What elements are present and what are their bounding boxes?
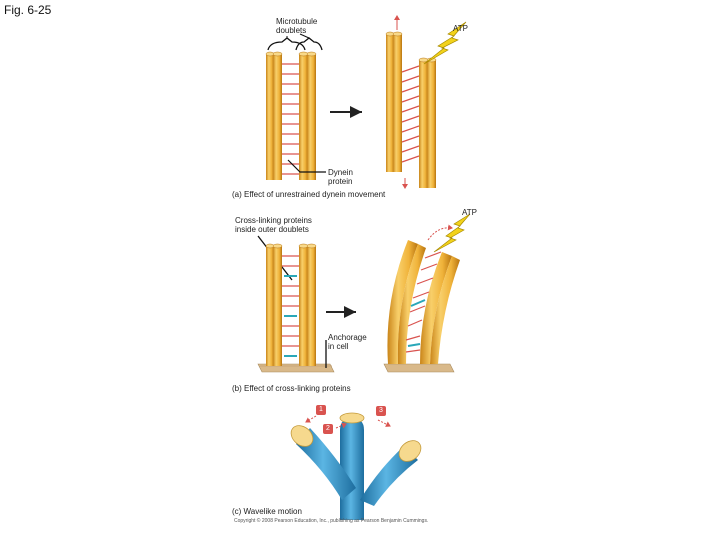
- dynein-arms-sliding: [401, 65, 420, 163]
- bent-doublet-right: [420, 252, 460, 364]
- anchorage-base-right: [383, 363, 455, 373]
- straight-doublet-right: [298, 243, 317, 366]
- motion-arrow-3: [377, 419, 391, 427]
- dynein-arms: [282, 63, 299, 175]
- atp-label-b: ATP: [462, 208, 477, 217]
- copyright-text: Copyright © 2008 Pearson Education, Inc.…: [234, 518, 429, 524]
- anchorage-label: Anchorage in cell: [328, 333, 367, 351]
- dynein-protein-label: Dynein protein: [328, 168, 353, 186]
- microtubule-doublets-label: Microtubule doublets: [276, 17, 318, 35]
- panel-b-caption: (b) Effect of cross-linking proteins: [232, 384, 351, 393]
- crosslink-label: Cross-linking proteins inside outer doub…: [235, 216, 312, 234]
- crosslinking-proteins: [284, 275, 297, 357]
- dynein-arms-b: [282, 255, 299, 347]
- motion-arrow-1: [305, 415, 317, 423]
- motion-arrow-2: [335, 422, 347, 429]
- panel-b: [257, 213, 471, 373]
- straight-doublet-left: [265, 243, 283, 366]
- sliding-doublet-right: [418, 57, 437, 188]
- atp-label-a: ATP: [453, 24, 468, 33]
- flagellum-branch-left: [296, 428, 356, 500]
- doublet-bracket: [295, 37, 323, 51]
- atp-bolt-icon: [433, 213, 471, 253]
- figure-label: Fig. 6-25: [4, 3, 52, 17]
- microtubule-doublet-right: [298, 51, 317, 180]
- crosslinking-proteins-bent: [407, 299, 426, 347]
- flagellum-trunk: [340, 418, 364, 520]
- sliding-doublet-left: [385, 31, 403, 172]
- panel-c: [290, 412, 422, 520]
- bend-arrow: [427, 224, 453, 241]
- atp-bolt-icon: [423, 21, 467, 65]
- step-marker-3: 3: [376, 406, 386, 416]
- microtubule-doublet-left: [265, 51, 283, 180]
- dynein-pointer: [287, 159, 326, 173]
- panel-a: [265, 15, 467, 189]
- bent-doublet-left: [387, 240, 426, 364]
- panel-c-caption: (c) Wavelike motion: [232, 507, 302, 516]
- step-marker-1: 1: [316, 405, 326, 415]
- step-marker-2: 2: [323, 424, 333, 434]
- dynein-arms-bent: [405, 251, 442, 353]
- panel-a-caption: (a) Effect of unrestrained dynein moveme…: [232, 190, 386, 199]
